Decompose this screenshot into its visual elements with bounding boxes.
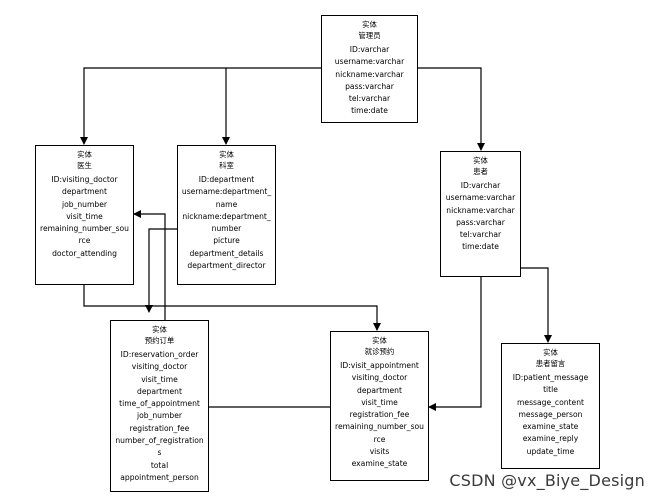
entity-attribute: username:varchar <box>445 193 516 203</box>
entity-attribute: department_director <box>187 261 266 271</box>
entity-patient: 实体 患者 ID:varchar username:varchar nickna… <box>440 151 521 277</box>
entity-name: 管理员 <box>358 31 381 40</box>
entity-kind-label: 实体 <box>372 336 387 345</box>
entity-attribute: visit_time <box>141 374 178 384</box>
entity-attribute: ID:reservation_order <box>120 350 199 359</box>
entity-attribute: visiting_doctor <box>131 362 188 372</box>
entity-attribute: update_time <box>526 446 575 456</box>
entity-name: 就诊预约 <box>364 347 395 356</box>
entity-attribute: department <box>62 187 107 197</box>
entity-name: 患者 <box>473 167 488 176</box>
entity-attribute: ID:patient_message <box>512 373 589 382</box>
entity-attribute: rce <box>78 236 91 246</box>
entity-attribute: department <box>137 386 182 396</box>
entity-attribute: time:date <box>351 106 388 116</box>
entity-kind-label: 实体 <box>152 325 167 334</box>
connector-visit-doctor <box>133 210 330 408</box>
connector-patient-message <box>516 267 552 343</box>
connector-department-reservation <box>145 228 177 313</box>
entity-kind-label: 实体 <box>543 348 558 357</box>
entity-attribute: registration_fee <box>349 410 410 420</box>
entity-attribute: job_number <box>61 199 107 209</box>
connector-admin-patient <box>418 67 485 151</box>
entity-attribute: appointment_person <box>120 472 199 482</box>
entity-attribute: number <box>211 224 242 234</box>
entity-department: 实体 科室 ID:department username:department_… <box>177 145 276 285</box>
entity-kind-label: 实体 <box>473 156 488 165</box>
entity-attribute: visit_time <box>66 211 103 221</box>
entity-attribute: visiting_doctor <box>351 373 408 383</box>
entity-patient-message: 实体 患者留言 ID:patient_message title message… <box>501 343 600 469</box>
entity-attribute: name <box>215 199 238 209</box>
entity-attribute: message_content <box>517 397 584 407</box>
entity-attribute: remaining_number_sou <box>335 422 424 432</box>
entity-attribute: remaining_number_sou <box>40 224 129 234</box>
entity-attribute: department_details <box>189 248 264 258</box>
entity-attribute: pass:varchar <box>345 81 394 91</box>
entity-kind-label: 实体 <box>77 150 92 159</box>
entity-doctor: 实体 医生 ID:visiting_doctor department job_… <box>35 145 134 285</box>
entity-attribute: registration_fee <box>129 423 190 433</box>
entity-name: 医生 <box>77 161 92 170</box>
entity-attribute: s <box>157 448 162 458</box>
entity-kind-label: 实体 <box>219 150 234 159</box>
entity-attribute: doctor_attending <box>52 248 117 258</box>
entity-attribute: job_number <box>136 411 182 421</box>
entity-attribute: department <box>357 385 402 395</box>
entity-attribute: time:date <box>462 242 499 252</box>
connector-patient-visit <box>428 277 482 411</box>
entity-attribute: total <box>150 460 169 470</box>
entity-attribute: examine_state <box>351 459 408 469</box>
entity-attribute: rce <box>373 434 386 444</box>
entity-attribute: ID:varchar <box>460 181 501 190</box>
entity-attribute: picture <box>213 236 240 246</box>
entity-attribute: nickname:varchar <box>335 69 404 79</box>
entity-attribute: tel:varchar <box>459 230 502 240</box>
entity-attribute-list: ID:varchar username:varchar nickname:var… <box>322 44 417 118</box>
entity-name: 科室 <box>219 161 234 170</box>
entity-attribute: time_of_appointment <box>119 399 200 409</box>
entity-attribute: message_person <box>518 409 583 419</box>
connector-admin-doctor <box>80 67 321 145</box>
entity-attribute: ID:department <box>198 175 255 184</box>
entity-attribute-list: ID:visiting_doctor department job_number… <box>36 174 133 260</box>
entity-kind-label: 实体 <box>362 20 377 29</box>
entity-attribute-list: ID:reservation_order visiting_doctor vis… <box>111 349 208 484</box>
entity-attribute: username:department_ <box>181 187 272 197</box>
entity-attribute: ID:visit_appointment <box>340 361 419 370</box>
entity-attribute: title <box>543 385 558 395</box>
entity-attribute-list: ID:department username:department_ name … <box>178 174 275 272</box>
entity-attribute: tel:varchar <box>348 94 391 104</box>
connector-doctor-visit <box>83 285 381 331</box>
entity-visit-appointment: 实体 就诊预约 ID:visit_appointment visiting_do… <box>330 331 429 481</box>
entity-attribute: ID:varchar <box>349 45 390 54</box>
entity-attribute: pass:varchar <box>456 217 505 227</box>
entity-name: 预约订单 <box>144 336 175 345</box>
entity-name: 患者留言 <box>535 359 566 368</box>
entity-reservation-order: 实体 预约订单 ID:reservation_order visiting_do… <box>110 320 209 492</box>
entity-admin: 实体 管理员 ID:varchar username:varchar nickn… <box>321 15 418 123</box>
entity-attribute: nickname:department_ <box>182 211 271 221</box>
entity-attribute-list: ID:visit_appointment visiting_doctor dep… <box>331 360 428 471</box>
entity-attribute: examine_reply <box>522 434 579 444</box>
entity-attribute-list: ID:patient_message title message_content… <box>502 372 599 458</box>
entity-attribute: nickname:varchar <box>446 205 515 215</box>
entity-attribute: username:varchar <box>334 57 405 67</box>
watermark-text: CSDN @vx_Biye_Design <box>449 471 645 490</box>
entity-attribute: number_of_registration <box>115 436 204 446</box>
entity-attribute-list: ID:varchar username:varchar nickname:var… <box>441 180 520 254</box>
entity-attribute: examine_state <box>522 422 579 432</box>
entity-attribute: visits <box>369 447 390 457</box>
entity-attribute: visit_time <box>361 397 398 407</box>
entity-attribute: ID:visiting_doctor <box>51 175 118 184</box>
